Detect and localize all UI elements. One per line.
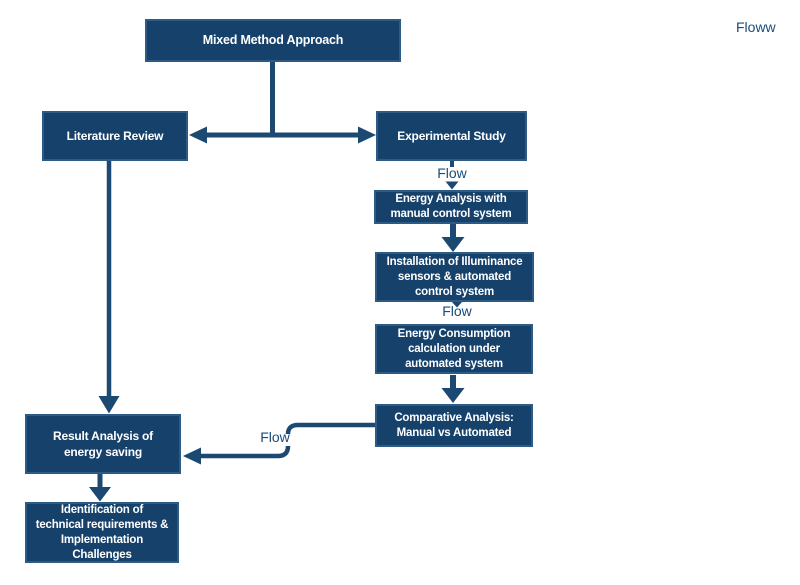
arrow-down-icon — [445, 181, 459, 190]
edge-label-flow-comparative: Flow — [260, 429, 290, 445]
connector-energy-analysis-to-installation — [441, 224, 465, 252]
connector-energy-consumption-to-comparative — [441, 375, 465, 403]
arrow-right-icon — [358, 126, 376, 144]
arrow-down-icon — [441, 388, 465, 403]
arrow-down-icon — [89, 487, 111, 502]
connector-result-to-identification — [89, 474, 111, 502]
node-comparative-analysis: Comparative Analysis: Manual vs Automate… — [375, 404, 533, 447]
arrow-left-icon — [189, 126, 207, 144]
edge-label-flow-experimental: Flow — [437, 165, 467, 181]
edge-label-flow-installation: Flow — [442, 303, 472, 319]
connector-mixed-to-literature-and-experimental — [189, 62, 376, 144]
corner-label-floww: Floww — [736, 19, 776, 35]
node-installation-illuminance-sensors: Installation of Illuminance sensors & au… — [375, 252, 534, 302]
arrow-down-icon — [98, 396, 120, 414]
node-result-analysis-energy-saving: Result Analysis of energy saving — [25, 414, 181, 474]
connector-literature-to-result-analysis — [98, 161, 120, 414]
node-experimental-study: Experimental Study — [376, 111, 527, 161]
arrow-down-icon — [441, 237, 465, 252]
arrow-left-icon — [183, 447, 201, 465]
node-identification-technical-requirements: Identification of technical requirements… — [25, 502, 179, 563]
node-energy-consumption-calculation: Energy Consumption calculation under aut… — [375, 324, 533, 374]
node-mixed-method-approach: Mixed Method Approach — [145, 19, 401, 62]
node-energy-analysis-manual-control: Energy Analysis with manual control syst… — [374, 190, 528, 224]
node-literature-review: Literature Review — [42, 111, 188, 161]
